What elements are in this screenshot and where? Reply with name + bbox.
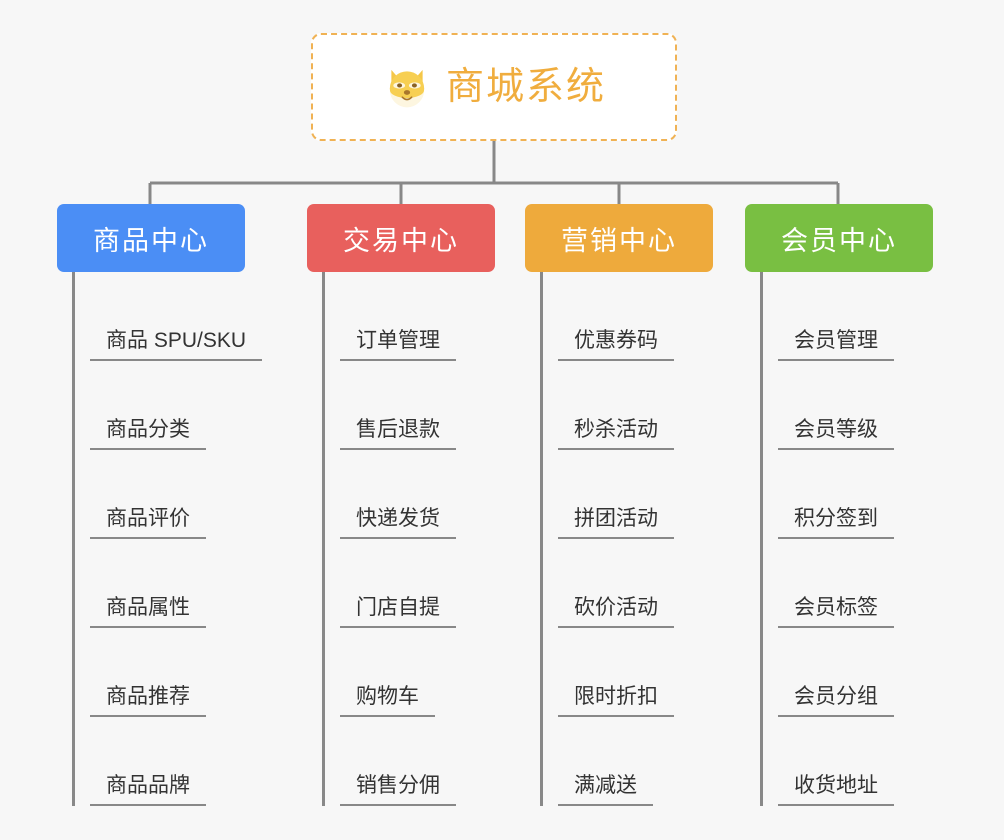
leaf-label: 商品品牌 [90,772,206,806]
leaf-item[interactable]: 订单管理 [322,272,495,361]
root-title: 商城系统 [445,66,606,108]
leaf-item[interactable]: 会员管理 [760,272,933,361]
leaf-area-3: 会员管理 会员等级 积分签到 会员标签 会员分组 收货地址 [745,272,933,806]
leaf-label: 砍价活动 [558,594,674,628]
leaf-area-0: 商品 SPU/SKU 商品分类 商品评价 商品属性 商品推荐 商品品牌 [57,272,263,806]
leaf-spine-3 [760,272,763,806]
leaf-item[interactable]: 会员分组 [760,628,933,717]
leaf-label: 会员等级 [778,416,894,450]
leaf-label: 会员标签 [778,594,894,628]
root-node[interactable]: 商城系统 [311,33,677,141]
leaf-spine-0 [72,272,75,806]
branch-header-3[interactable]: 会员中心 [745,204,933,272]
leaf-item[interactable]: 砍价活动 [540,539,713,628]
leaf-item[interactable]: 商品品牌 [72,717,245,806]
branch-column-1: 交易中心 订单管理 售后退款 快递发货 门店自提 购物车 销售分佣 [307,204,495,806]
leaf-item[interactable]: 积分签到 [760,450,933,539]
leaf-label: 拼团活动 [558,505,674,539]
branch-header-1[interactable]: 交易中心 [307,204,495,272]
leaf-item[interactable]: 商品分类 [72,361,245,450]
branch-header-label-2: 营销中心 [561,225,677,256]
branch-header-2[interactable]: 营销中心 [525,204,713,272]
leaf-item[interactable]: 商品评价 [72,450,245,539]
leaf-area-2: 优惠券码 秒杀活动 拼团活动 砍价活动 限时折扣 满减送 [525,272,713,806]
leaf-label: 收货地址 [778,772,894,806]
leaf-label: 商品 SPU/SKU [90,327,263,361]
leaf-label: 购物车 [340,683,435,717]
leaf-item[interactable]: 拼团活动 [540,450,713,539]
leaf-item[interactable]: 商品属性 [72,539,245,628]
leaf-label: 商品分类 [90,416,206,450]
leaf-item[interactable]: 商品 SPU/SKU [72,272,263,361]
leaf-label: 商品推荐 [90,683,206,717]
leaf-label: 订单管理 [340,327,456,361]
leaf-spine-2 [540,272,543,806]
branch-column-3: 会员中心 会员管理 会员等级 积分签到 会员标签 会员分组 收货地址 [745,204,933,806]
leaf-item[interactable]: 限时折扣 [540,628,713,717]
branch-header-label-3: 会员中心 [781,225,897,256]
leaf-item[interactable]: 快递发货 [322,450,495,539]
leaf-label: 销售分佣 [340,772,456,806]
leaf-label: 快递发货 [340,505,456,539]
leaf-label: 商品属性 [90,594,206,628]
leaf-item[interactable]: 商品推荐 [72,628,245,717]
branch-header-label-1: 交易中心 [343,225,459,256]
leaf-item[interactable]: 秒杀活动 [540,361,713,450]
leaf-item[interactable]: 优惠券码 [540,272,713,361]
leaf-label: 会员分组 [778,683,894,717]
leaf-label: 秒杀活动 [558,416,674,450]
leaf-label: 门店自提 [340,594,456,628]
branch-column-0: 商品中心 商品 SPU/SKU 商品分类 商品评价 商品属性 商品推荐 商品品牌 [57,204,263,806]
branch-header-0[interactable]: 商品中心 [57,204,245,272]
leaf-area-1: 订单管理 售后退款 快递发货 门店自提 购物车 销售分佣 [307,272,495,806]
leaf-item[interactable]: 售后退款 [322,361,495,450]
leaf-item[interactable]: 收货地址 [760,717,933,806]
leaf-item[interactable]: 购物车 [322,628,495,717]
branch-header-label-0: 商品中心 [93,225,209,256]
leaf-item[interactable]: 销售分佣 [322,717,495,806]
leaf-label: 售后退款 [340,416,456,450]
leaf-label: 积分签到 [778,505,894,539]
leaf-label: 满减送 [558,772,653,806]
leaf-label: 优惠券码 [558,327,674,361]
branch-column-2: 营销中心 优惠券码 秒杀活动 拼团活动 砍价活动 限时折扣 满减送 [525,204,713,806]
leaf-label: 会员管理 [778,327,894,361]
leaf-item[interactable]: 会员等级 [760,361,933,450]
leaf-spine-1 [322,272,325,806]
leaf-item[interactable]: 会员标签 [760,539,933,628]
leaf-item[interactable]: 满减送 [540,717,713,806]
shiba-dog-face-icon [389,69,425,108]
leaf-item[interactable]: 门店自提 [322,539,495,628]
leaf-label: 商品评价 [90,505,206,539]
leaf-label: 限时折扣 [558,683,674,717]
